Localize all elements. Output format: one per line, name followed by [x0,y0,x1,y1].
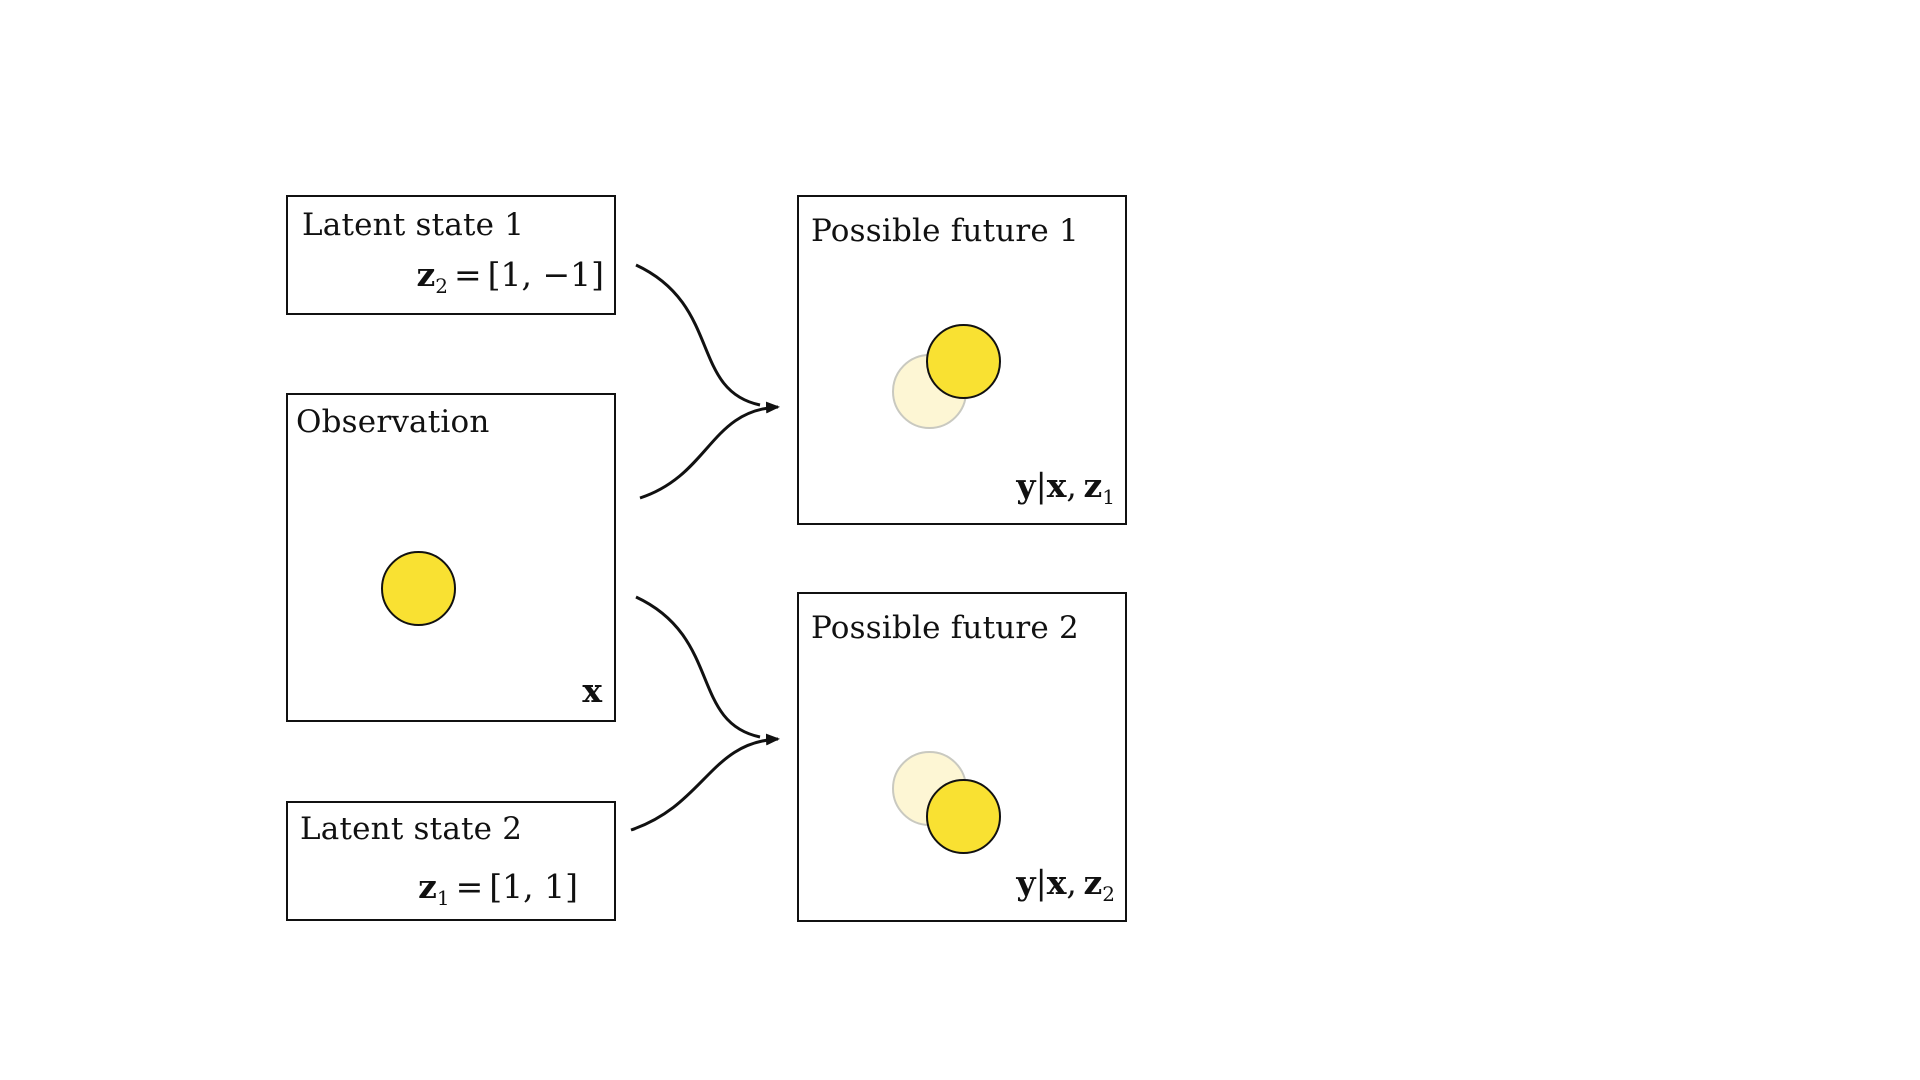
given-bar: | [1035,466,1047,505]
future-2-box: Possible future 2 y|x, z2 [797,592,1127,922]
observation-ball [381,551,456,626]
latent-state-1-title: Latent state 1 [302,207,525,243]
z-subscript: 1 [1102,485,1115,509]
observation-title: Observation [296,404,490,440]
latent-state-2-equation: z1=[1, 1] [418,867,578,910]
future-1-box: Possible future 1 y|x, z1 [797,195,1127,525]
future-1-label: y|x, z1 [1016,466,1115,509]
y-var: y [1016,466,1036,505]
future-2-label: y|x, z2 [1016,863,1115,906]
future-2-title: Possible future 2 [811,610,1079,646]
z-subscript: 2 [1102,882,1115,906]
observation-box: Observation x [286,393,616,722]
latent-state-2-title: Latent state 2 [300,811,523,847]
equals-sign: = [453,255,482,294]
arrow-latent2-to-future2 [630,733,780,832]
comma: , [1066,863,1077,902]
latent-value: [1, −1] [487,255,604,294]
latent-state-2-box: Latent state 2 z1=[1, 1] [286,801,616,921]
observation-label: x [582,671,602,710]
latent-var: z [418,867,437,906]
z-var: z [1083,466,1103,505]
arrow-observation-to-future1 [639,401,780,500]
given-bar: | [1035,863,1047,902]
equals-sign: = [455,867,484,906]
latent-state-1-equation: z2=[1, −1] [416,255,604,298]
latent-var-subscript: 2 [435,274,448,298]
latent-state-1-box: Latent state 1 z2=[1, −1] [286,195,616,315]
x-var: x [1046,863,1067,902]
future-2-ball [926,779,1001,854]
observation-var: x [582,671,602,710]
latent-var: z [416,255,436,294]
arrow-observation-to-future2 [635,595,761,739]
future-1-ball [926,324,1001,399]
future-1-title: Possible future 1 [811,213,1079,249]
z-var: z [1083,863,1103,902]
y-var: y [1016,863,1036,902]
comma: , [1066,466,1077,505]
latent-var-subscript: 1 [436,886,450,910]
arrow-latent1-to-future1 [635,263,761,407]
x-var: x [1046,466,1067,505]
latent-value: [1, 1] [489,867,578,906]
